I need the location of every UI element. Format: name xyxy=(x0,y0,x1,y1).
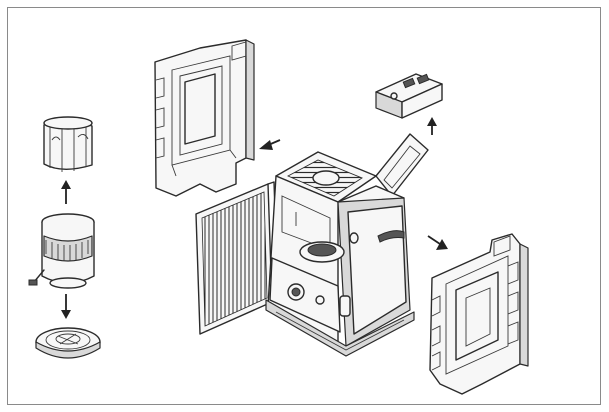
front-grill-door xyxy=(195,181,279,335)
left-side-panel xyxy=(154,39,255,197)
burner-assembly xyxy=(28,213,95,289)
arrow-down-base xyxy=(61,294,71,319)
heater-main-body xyxy=(265,133,429,357)
arrow-up-chimney xyxy=(61,180,71,204)
top-igniter-unit xyxy=(375,73,443,119)
arrow-up-igniter xyxy=(427,117,437,135)
arrow-to-left-panel xyxy=(259,139,281,150)
right-side-panel xyxy=(429,233,529,395)
arrow-to-right-panel xyxy=(427,235,448,250)
chimney-cylinder xyxy=(43,116,93,172)
burner-base-plate xyxy=(35,327,101,359)
